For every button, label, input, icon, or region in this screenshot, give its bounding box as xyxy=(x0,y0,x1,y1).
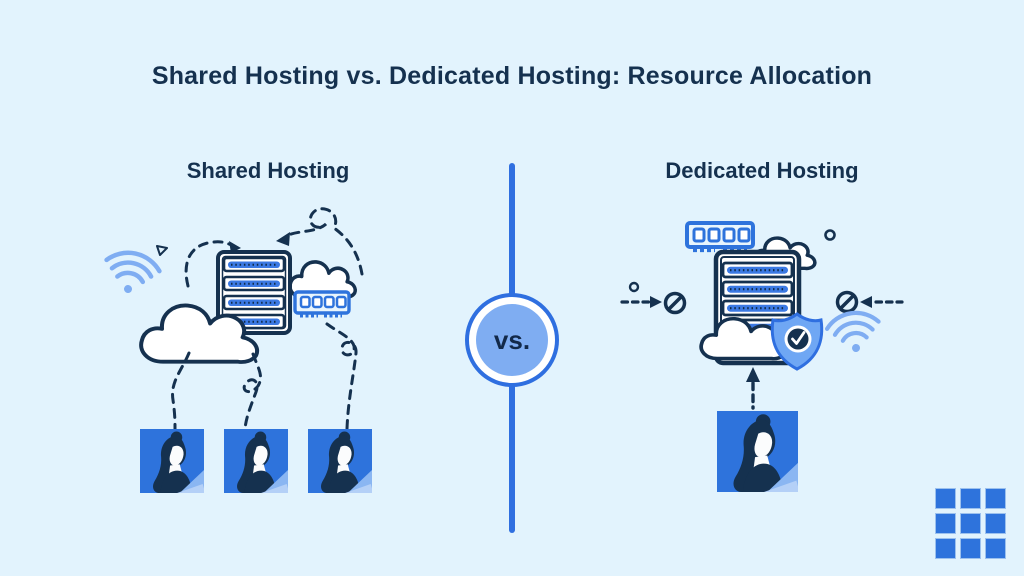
shared-hosting-heading: Shared Hosting xyxy=(186,158,350,183)
shield-check-icon xyxy=(770,312,824,371)
no-entry-icon xyxy=(835,290,859,314)
ram-icon xyxy=(293,290,351,318)
wifi-icon xyxy=(824,310,881,352)
user-avatar xyxy=(308,429,372,493)
arrowhead xyxy=(276,232,290,246)
arrowhead xyxy=(650,296,662,308)
dot-circle xyxy=(628,281,640,293)
logo-square xyxy=(985,538,1006,559)
logo-square xyxy=(935,513,956,534)
blocked-access-left xyxy=(620,291,687,315)
dashed-arrow-left xyxy=(184,240,235,288)
vs-circle: vs. xyxy=(465,293,559,387)
logo-square xyxy=(935,488,956,509)
logo-square xyxy=(960,538,981,559)
arrowhead xyxy=(860,296,872,308)
dedicated-hosting-heading: Dedicated Hosting xyxy=(665,158,859,183)
dashed-squiggle-top xyxy=(284,207,364,276)
arrowhead xyxy=(746,367,760,382)
no-entry-icon xyxy=(663,291,687,315)
grid-logo xyxy=(935,488,1006,559)
logo-square xyxy=(960,513,981,534)
logo-square xyxy=(960,488,981,509)
dedicated-hosting-illustration xyxy=(620,221,904,492)
vs-badge: vs. xyxy=(476,304,548,376)
page-title: Shared Hosting vs. Dedicated Hosting: Re… xyxy=(151,62,873,90)
cursor-icon xyxy=(156,245,168,256)
shared-hosting-illustration xyxy=(104,207,372,493)
wifi-icon xyxy=(104,250,162,293)
dashed-connection-arrows xyxy=(171,322,358,431)
logo-square xyxy=(935,538,956,559)
blocked-access-right xyxy=(835,290,904,314)
user-avatar xyxy=(140,429,204,493)
dot-circle xyxy=(824,229,836,241)
user-avatar xyxy=(224,429,288,493)
logo-square xyxy=(985,513,1006,534)
server-icon xyxy=(216,250,292,335)
logo-square xyxy=(985,488,1006,509)
user-avatar xyxy=(717,411,798,492)
dashed-up-arrow xyxy=(746,367,760,410)
ram-icon xyxy=(685,221,755,253)
